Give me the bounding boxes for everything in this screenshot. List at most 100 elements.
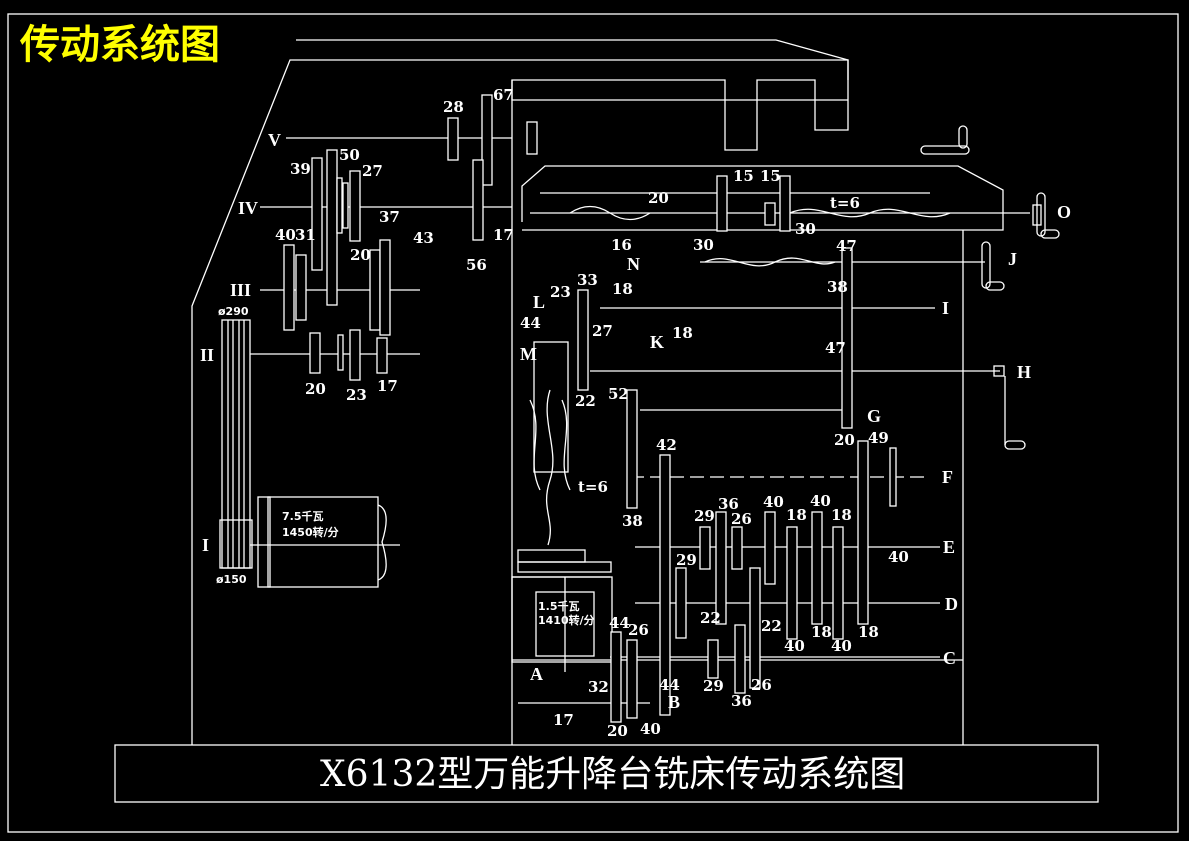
axis-label-h: H xyxy=(1017,362,1031,382)
gear-label: 18 xyxy=(672,324,693,342)
gear-label: 40 xyxy=(784,637,805,655)
gear-label: 38 xyxy=(827,278,848,296)
axis-label-a: A xyxy=(530,664,543,684)
axis-label-b: B xyxy=(668,692,680,712)
gear-label: 18 xyxy=(811,623,832,641)
drawing-frame xyxy=(7,13,1179,833)
gear-label: 16 xyxy=(611,236,632,254)
footer-title: X6132型万能升降台铣床传动系统图 xyxy=(320,754,905,795)
gear-label: 29 xyxy=(694,507,715,525)
longitudinal-leadscrew xyxy=(789,208,951,218)
gear-label: 50 xyxy=(339,146,360,164)
gear-label: 56 xyxy=(466,256,487,274)
gear-label: 38 xyxy=(622,512,643,530)
axis-label-iv: IV xyxy=(238,198,258,218)
gear-label: 44 xyxy=(659,676,680,694)
cross-leadscrew xyxy=(704,257,836,267)
belt-drive xyxy=(219,319,253,569)
axis-label-v: V xyxy=(268,130,281,150)
handwheel-top[interactable] xyxy=(920,125,970,155)
gear-label: 40 xyxy=(275,226,296,244)
gear-label: 47 xyxy=(825,339,846,357)
gear-label: 37 xyxy=(379,208,400,226)
gear-label: 18 xyxy=(612,280,633,298)
gear-label: 33 xyxy=(577,271,598,289)
gear-label: 43 xyxy=(413,229,434,247)
axis-label-k: K xyxy=(650,332,664,352)
gear-label: 40 xyxy=(831,637,852,655)
gear-label: 29 xyxy=(703,677,724,695)
axis-label-o: O xyxy=(1057,202,1071,222)
axis-label-n: N xyxy=(627,254,640,274)
axis-label-g: G xyxy=(867,406,881,426)
gear-label: 17 xyxy=(493,226,514,244)
main-motor xyxy=(250,496,400,588)
main-motor-speed: 1450转/分 xyxy=(282,525,339,539)
gear-label: 17 xyxy=(553,711,574,729)
gear-label: 47 xyxy=(836,237,857,255)
gear-label: 23 xyxy=(346,386,367,404)
gear-label: 17 xyxy=(377,377,398,395)
axis-label-e: E xyxy=(943,537,955,557)
gear-label: 22 xyxy=(700,609,721,627)
gear-label: 32 xyxy=(588,678,609,696)
gear-label: 30 xyxy=(693,236,714,254)
gear-label: 67 xyxy=(493,86,514,104)
gear-label: 18 xyxy=(858,623,879,641)
axis-label-ii: II xyxy=(200,345,214,365)
gear-label: 40 xyxy=(640,720,661,738)
gear-label: 20 xyxy=(607,722,628,740)
shafts xyxy=(250,137,1030,704)
vertical-screw-pitch: t=6 xyxy=(578,478,608,496)
axis-label-c: C xyxy=(943,648,956,668)
gear-label: 29 xyxy=(676,551,697,569)
gear-label: 36 xyxy=(731,692,752,710)
gear-label: 22 xyxy=(761,617,782,635)
gear-label: 27 xyxy=(592,322,613,340)
gear-label: 36 xyxy=(718,495,739,513)
feed-motor-speed: 1410转/分 xyxy=(538,613,595,627)
gear-label: 18 xyxy=(786,506,807,524)
gear-label: 49 xyxy=(868,429,889,447)
crank-h[interactable] xyxy=(993,365,1026,450)
feed-motor xyxy=(511,549,613,672)
gear-label: 23 xyxy=(550,283,571,301)
footer-box xyxy=(114,744,1099,803)
gear-label: 15 xyxy=(760,167,781,185)
page-title: 传动系统图 xyxy=(19,22,220,68)
gear-label: 26 xyxy=(731,510,752,528)
gear-label: 20 xyxy=(834,431,855,449)
axis-label-l: L xyxy=(533,292,545,312)
gear-label: 20 xyxy=(305,380,326,398)
axis-label-d: D xyxy=(945,594,958,614)
table-leadscrew xyxy=(569,205,651,221)
vertical-nut-left xyxy=(529,399,541,491)
gear-label: 28 xyxy=(443,98,464,116)
gear-label: 39 xyxy=(290,160,311,178)
axis-label-m: M xyxy=(520,344,537,364)
main-motor-power: 7.5千瓦 xyxy=(282,509,324,523)
gear-label: 40 xyxy=(763,493,784,511)
gear-label: 20 xyxy=(350,246,371,264)
gear-label: 40 xyxy=(888,548,909,566)
gear-label: 42 xyxy=(656,436,677,454)
gear-label: 15 xyxy=(733,167,754,185)
vertical-nut-right xyxy=(561,399,571,491)
gear-label: 22 xyxy=(575,392,596,410)
gear-label: 52 xyxy=(608,385,629,403)
gear-label: 26 xyxy=(751,676,772,694)
vertical-leadscrew xyxy=(545,389,554,546)
gear-label: 40 xyxy=(810,492,831,510)
handwheel-o[interactable] xyxy=(1036,192,1060,239)
gear-label: 44 xyxy=(520,314,541,332)
handwheel-j[interactable] xyxy=(981,241,1005,291)
gear-blocks xyxy=(283,94,1042,723)
gear-label: 44 xyxy=(609,614,630,632)
vertical-column xyxy=(533,341,569,473)
gear-label: 26 xyxy=(628,621,649,639)
gear-label: 18 xyxy=(831,506,852,524)
gear-label: 27 xyxy=(362,162,383,180)
axis-label-j: J xyxy=(1008,249,1017,269)
gear-label: 31 xyxy=(295,226,316,244)
pulley-large-label: ø290 xyxy=(218,305,249,318)
